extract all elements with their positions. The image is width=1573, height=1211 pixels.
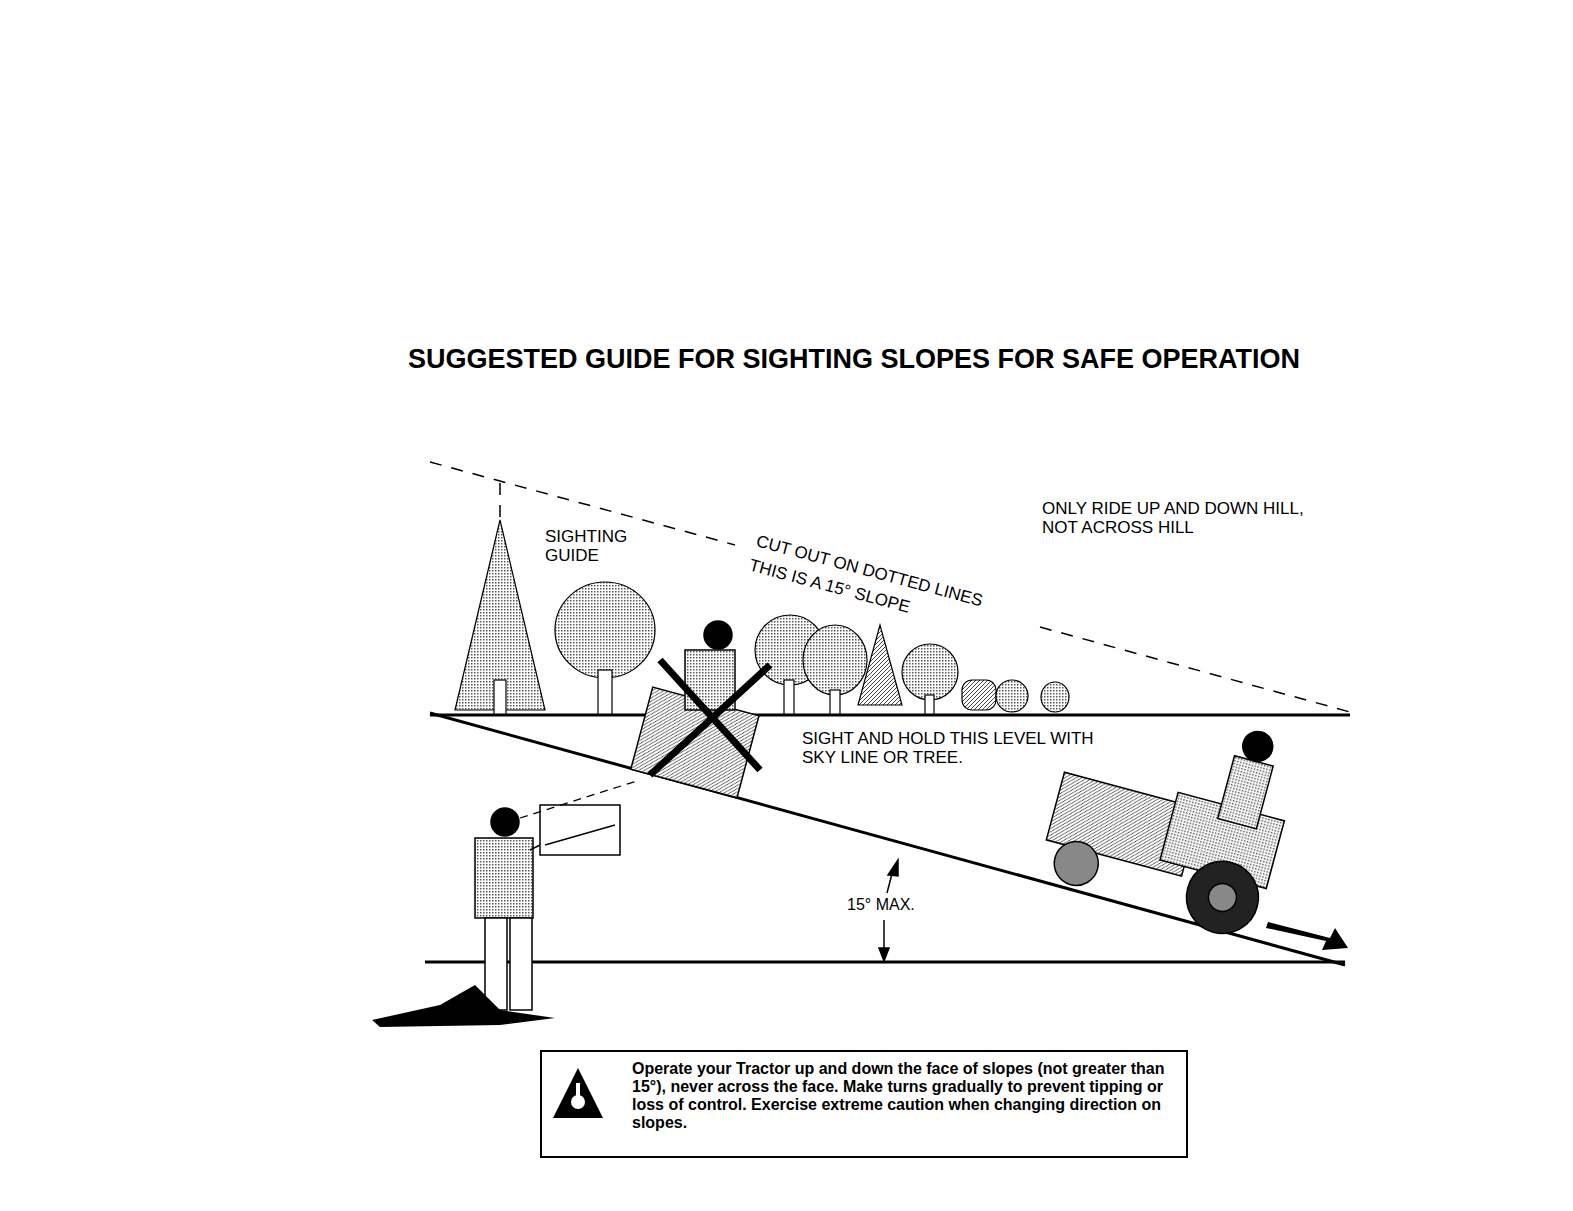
direction-arrow <box>1266 922 1348 950</box>
angle-label: 15° MAX. <box>845 896 917 914</box>
ground-lines <box>425 713 1350 965</box>
sighting-line <box>430 462 1350 712</box>
instruction-note: ONLY RIDE UP AND DOWN HILL, NOT ACROSS H… <box>1040 500 1336 537</box>
sighting-guide-label: SIGHTING GUIDE <box>543 528 657 565</box>
sighting-note: SIGHT AND HOLD THIS LEVEL WITH SKY LINE … <box>800 730 1116 767</box>
warning-text: Operate your Tractor up and down the fac… <box>632 1060 1176 1132</box>
title: SUGGESTED GUIDE FOR SIGHTING SLOPES FOR … <box>408 344 1300 375</box>
wrong-tractor <box>631 621 770 798</box>
trees <box>455 520 1069 715</box>
person <box>372 805 620 1027</box>
warning-box: Operate your Tractor up and down the fac… <box>540 1050 1188 1158</box>
tractor <box>1034 685 1305 942</box>
sight-line <box>520 780 640 818</box>
warning-icon <box>553 1068 603 1118</box>
